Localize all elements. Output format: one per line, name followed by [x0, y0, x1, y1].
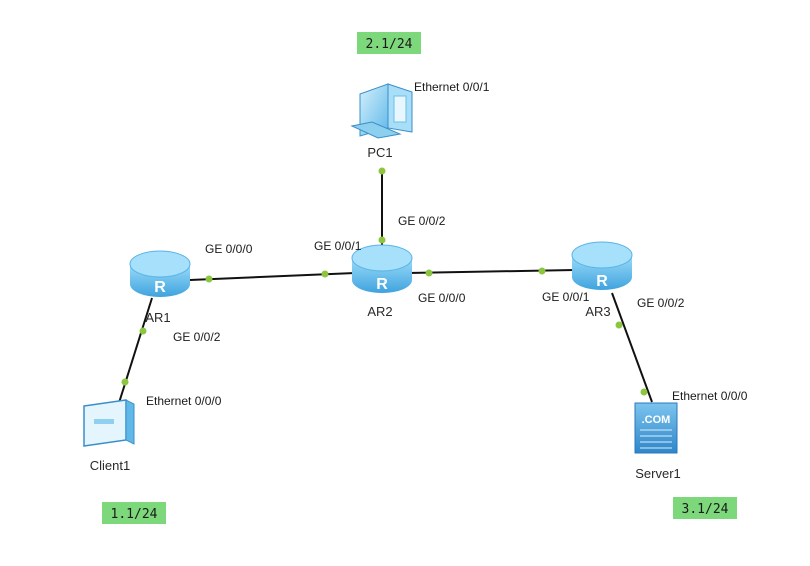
client-icon — [83, 399, 135, 447]
device-label: PC1 — [367, 145, 392, 160]
port-dot — [121, 378, 129, 386]
port-label: GE 0/0/2 — [398, 214, 446, 228]
port-label: Ethernet 0/0/0 — [146, 394, 222, 408]
port-dots — [121, 167, 648, 396]
port-label: GE 0/0/1 — [314, 239, 362, 253]
port-label: Ethernet 0/0/1 — [414, 80, 490, 94]
svg-text:R: R — [596, 273, 608, 290]
device-label: AR2 — [367, 304, 392, 319]
device-label: Server1 — [635, 466, 681, 481]
svg-text:R: R — [154, 279, 166, 296]
port-label: GE 0/0/1 — [542, 290, 590, 304]
router-icon: R — [129, 250, 191, 297]
server-icon: .COM — [634, 402, 678, 454]
port-dot — [139, 327, 147, 335]
router-icon: R — [571, 241, 633, 290]
port-label: GE 0/0/0 — [418, 291, 466, 305]
network-tag-text: 1.1/24 — [111, 507, 158, 522]
svg-text:R: R — [376, 276, 388, 293]
port-dot — [321, 270, 329, 278]
router-icon: R — [351, 244, 413, 293]
device-server1[interactable]: .COM Server1 — [634, 402, 681, 481]
device-client1[interactable]: Client1 — [83, 399, 135, 473]
device-label: AR1 — [145, 310, 170, 325]
device-pc1[interactable]: PC1 — [350, 83, 413, 160]
link-ar1-ar2[interactable] — [189, 272, 356, 281]
pc-icon — [350, 83, 413, 139]
device-label: Client1 — [90, 458, 130, 473]
port-dot — [425, 269, 433, 277]
port-dot — [615, 321, 623, 329]
port-dot — [640, 388, 648, 396]
network-tag-text: 3.1/24 — [682, 502, 729, 517]
port-label: GE 0/0/0 — [205, 242, 253, 256]
port-dot — [205, 275, 213, 283]
port-labels: Ethernet 0/0/1 GE 0/0/2 GE 0/0/0 GE 0/0/… — [146, 80, 748, 408]
link-ar3-server1[interactable] — [611, 292, 653, 403]
link-ar1-client1[interactable] — [117, 297, 153, 407]
port-dot — [538, 267, 546, 275]
server-badge: .COM — [642, 414, 671, 426]
port-label: GE 0/0/2 — [637, 296, 685, 310]
device-label: AR3 — [585, 304, 610, 319]
network-tag-client1: 1.1/24 — [102, 502, 166, 524]
network-tag-pc1: 2.1/24 — [357, 32, 421, 54]
port-dot — [378, 236, 386, 244]
port-dot — [378, 167, 386, 175]
device-ar1[interactable]: R AR1 — [129, 250, 191, 325]
device-ar2[interactable]: R AR2 — [351, 244, 413, 319]
network-tag-text: 2.1/24 — [366, 37, 413, 52]
port-label: Ethernet 0/0/0 — [672, 389, 748, 403]
link-ar2-ar3[interactable] — [407, 269, 575, 274]
port-label: GE 0/0/2 — [173, 330, 221, 344]
device-ar3[interactable]: R AR3 — [571, 241, 633, 319]
network-tag-server1: 3.1/24 — [673, 497, 737, 519]
